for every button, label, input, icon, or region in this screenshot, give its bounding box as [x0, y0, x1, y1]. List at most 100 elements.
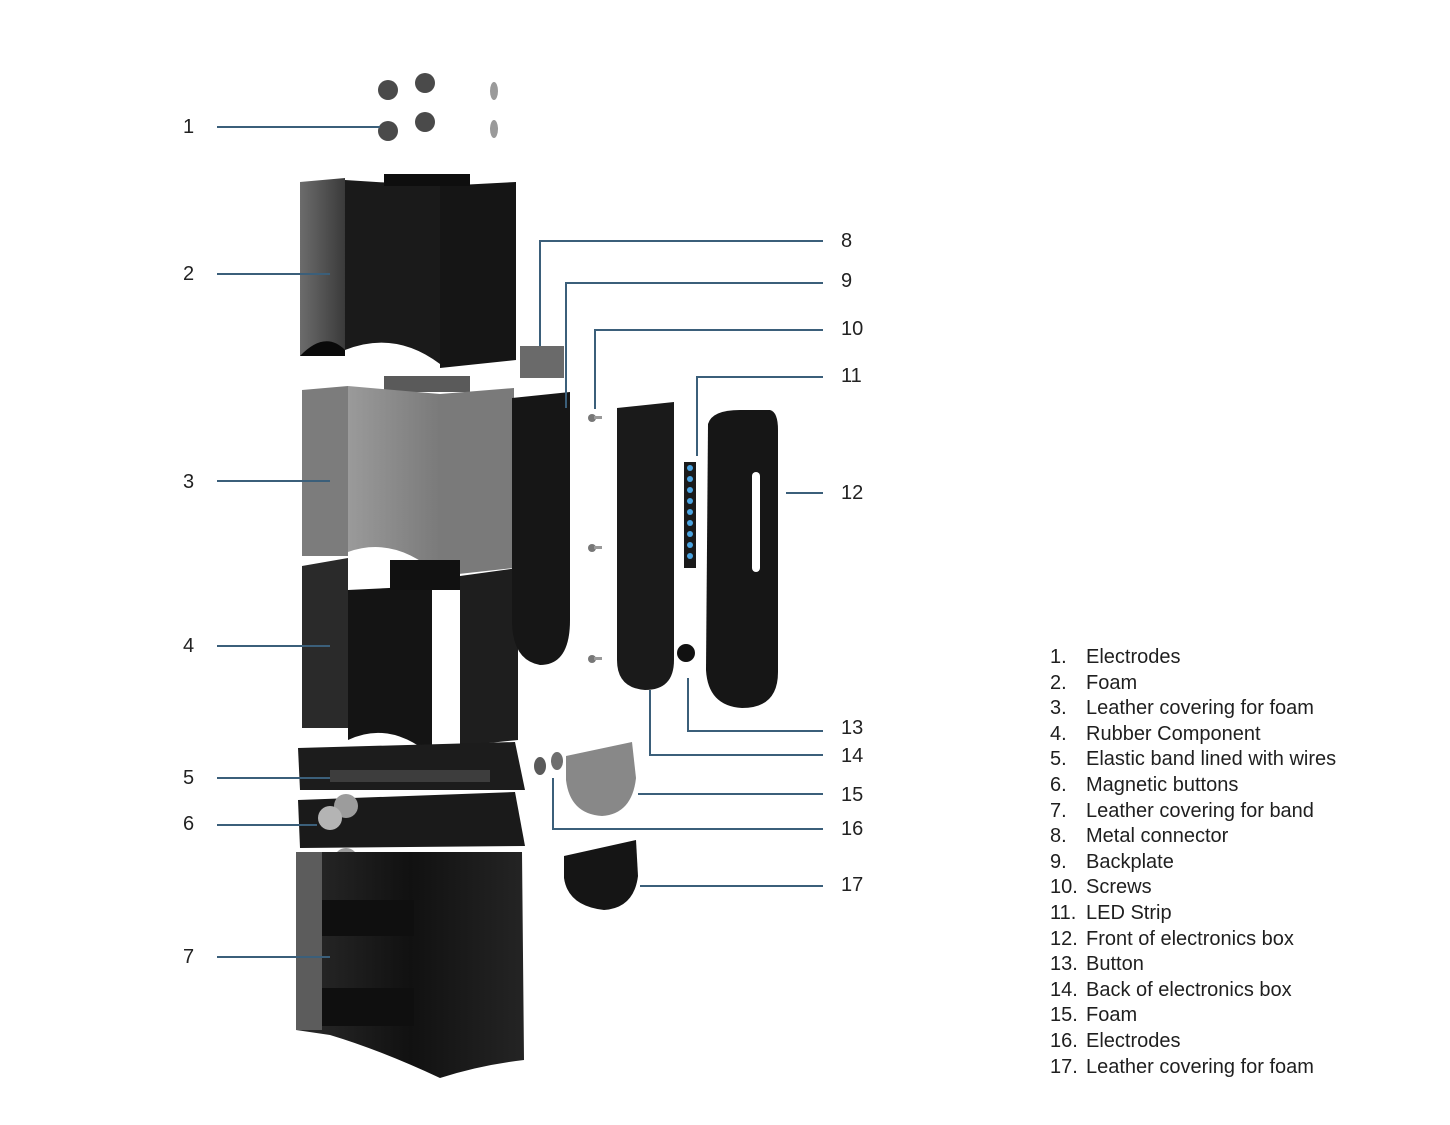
leader-line-9-v	[565, 282, 567, 408]
legend-index: 9.	[1050, 850, 1067, 873]
legend-index: 5.	[1050, 748, 1067, 771]
legend-item: 5. Elastic band lined with wires	[1050, 748, 1336, 774]
leader-line-8-v	[539, 240, 541, 346]
led-strip-part	[684, 462, 696, 568]
legend-index: 2.	[1050, 671, 1067, 694]
callout-4: 4	[183, 635, 195, 657]
front-electronics-box-part	[706, 410, 778, 708]
legend-label: Foam	[1086, 1004, 1138, 1027]
leader-line-11-h	[696, 376, 823, 378]
callout-8: 8	[841, 230, 853, 252]
leader-line-3	[217, 480, 330, 482]
leader-line-4	[217, 645, 330, 647]
leader-line-8-h	[539, 240, 823, 242]
legend-label: Elastic band lined with wires	[1086, 748, 1337, 771]
back-electronics-box-part	[617, 402, 674, 690]
legend-index: 17.	[1050, 1055, 1078, 1078]
leader-line-10-v	[594, 329, 596, 409]
electrodes-small-part	[534, 752, 563, 775]
legend-index: 15.	[1050, 1004, 1078, 1027]
leader-line-9-h	[565, 282, 823, 284]
legend-item: 9. Backplate	[1050, 851, 1336, 877]
legend-item: 3. Leather covering for foam	[1050, 697, 1336, 723]
callout-11: 11	[841, 365, 862, 387]
legend-index: 7.	[1050, 799, 1067, 822]
callout-10: 10	[841, 318, 864, 340]
foam-small-part	[566, 742, 636, 816]
leather-covering-small-part	[564, 840, 638, 910]
screws-part	[588, 414, 602, 663]
legend-label: Leather covering for band	[1086, 799, 1314, 822]
legend-index: 14.	[1050, 978, 1078, 1001]
legend-index: 6.	[1050, 773, 1067, 796]
legend-item: 15. Foam	[1050, 1004, 1336, 1030]
legend-label: Screws	[1086, 876, 1152, 899]
legend-item: 7. Leather covering for band	[1050, 800, 1336, 826]
callout-17: 17	[841, 874, 864, 896]
legend-index: 16.	[1050, 1029, 1078, 1052]
button-part	[677, 644, 695, 662]
legend-index: 13.	[1050, 953, 1078, 976]
legend-label: Leather covering for foam	[1086, 1055, 1314, 1078]
leader-line-7	[217, 956, 330, 958]
callout-3: 3	[183, 471, 195, 493]
leader-line-2	[217, 273, 330, 275]
leader-line-17	[640, 885, 823, 887]
legend-label: Leather covering for foam	[1086, 697, 1314, 720]
legend-item: 13.Button	[1050, 953, 1336, 979]
callout-12: 12	[841, 482, 864, 504]
metal-connector-part	[520, 346, 564, 378]
leather-covering-band-part	[296, 852, 524, 1078]
legend-label: Magnetic buttons	[1086, 773, 1239, 796]
legend-label: Foam	[1086, 671, 1138, 694]
callout-2: 2	[183, 263, 195, 285]
legend-label: LED Strip	[1086, 901, 1172, 924]
foam-part	[300, 174, 516, 368]
callout-9: 9	[841, 270, 853, 292]
legend-label: Rubber Component	[1086, 722, 1261, 745]
callout-16: 16	[841, 818, 864, 840]
legend-label: Electrodes	[1086, 646, 1181, 668]
callout-1: 1	[183, 116, 195, 138]
leader-line-14-h	[649, 754, 823, 756]
legend-item: 4. Rubber Component	[1050, 723, 1336, 749]
legend-item: 10. Screws	[1050, 876, 1336, 902]
leader-line-12	[786, 492, 823, 494]
legend-index: 10.	[1050, 876, 1078, 899]
leader-line-15	[638, 793, 823, 795]
legend-item: 12.Front of electronics box	[1050, 928, 1336, 954]
leather-covering-foam-part	[302, 376, 514, 576]
leader-line-6	[217, 824, 317, 826]
leader-line-13-v	[687, 678, 689, 732]
legend-label: Backplate	[1086, 850, 1174, 873]
legend-index: 8.	[1050, 825, 1067, 848]
legend-item: 11. LED Strip	[1050, 902, 1336, 928]
legend-index: 1.	[1050, 646, 1067, 668]
legend-index: 4.	[1050, 722, 1067, 745]
legend-item: 17. Leather covering for foam	[1050, 1056, 1336, 1082]
legend-index: 3.	[1050, 697, 1067, 720]
legend-item: 16. Electrodes	[1050, 1030, 1336, 1056]
rubber-component-part	[302, 558, 518, 756]
backplate-part	[512, 392, 570, 665]
legend-label: Electrodes	[1086, 1029, 1181, 1052]
leader-line-11-v	[696, 376, 698, 456]
callout-7: 7	[183, 946, 195, 968]
callout-15: 15	[841, 784, 864, 806]
leader-line-10-h	[594, 329, 823, 331]
leader-line-5	[217, 777, 330, 779]
legend-item: 6. Magnetic buttons	[1050, 774, 1336, 800]
legend-label: Metal connector	[1086, 825, 1229, 848]
leader-line-16-h	[552, 828, 823, 830]
leader-line-1	[217, 126, 380, 128]
legend-index: 12.	[1050, 927, 1078, 950]
callout-6: 6	[183, 813, 195, 835]
legend-item: 14.Back of electronics box	[1050, 979, 1336, 1005]
elastic-band-part	[298, 742, 525, 790]
callout-13: 13	[841, 717, 864, 739]
legend-item: 1. Electrodes	[1050, 646, 1336, 672]
legend-item: 2. Foam	[1050, 672, 1336, 698]
leader-line-13-h	[687, 730, 823, 732]
legend-index: 11.	[1050, 901, 1077, 924]
